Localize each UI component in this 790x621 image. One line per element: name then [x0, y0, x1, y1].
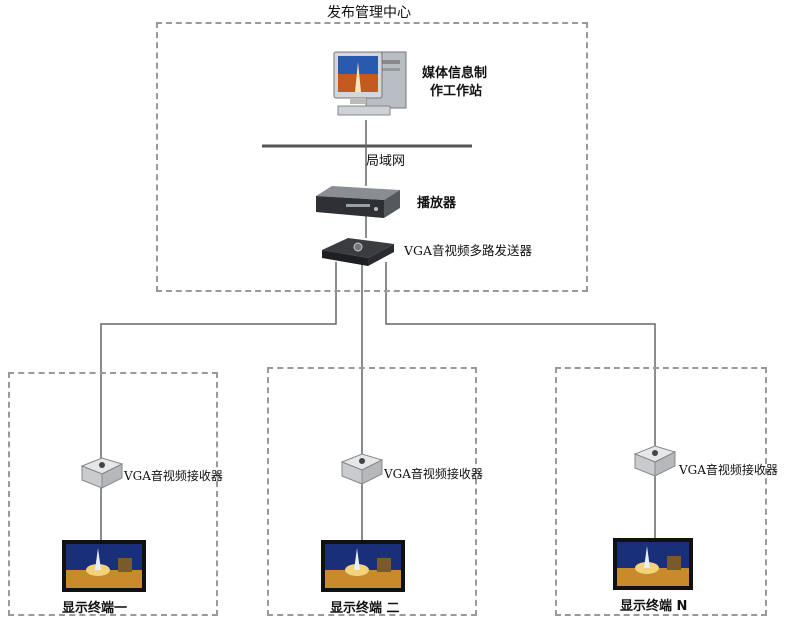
- sender-terminal-n-link: [385, 262, 656, 446]
- management-center-title: 发布管理中心: [327, 5, 411, 21]
- terminal-n-box: [555, 367, 767, 616]
- lan-label: 局域网: [366, 154, 406, 169]
- workstation-label-line-2: 作工作站: [430, 84, 483, 99]
- player-device-icon: [316, 186, 400, 218]
- display-2-icon: [321, 540, 405, 592]
- sender-terminal-1-link: [100, 262, 337, 460]
- workstation-label-line-1: 媒体信息制: [422, 66, 488, 81]
- terminal-1-box: [8, 372, 218, 616]
- display-n-icon: [613, 538, 693, 590]
- receiver-1-label: VGA音视频接收器: [124, 469, 223, 483]
- sender-label: VGA音视频多路发送器: [404, 243, 533, 258]
- receiver-n-icon: [633, 445, 677, 477]
- workstation-computer-icon: [333, 51, 407, 116]
- receiver-1-icon: [80, 457, 124, 489]
- receiver-2-label: VGA音视频接收器: [384, 467, 483, 481]
- terminal-1-label: 显示终端一: [62, 601, 128, 616]
- terminal-2-label: 显示终端 二: [330, 601, 400, 616]
- terminal-2-box: [267, 367, 477, 616]
- receiver-n-label: VGA音视频接收器: [679, 463, 778, 477]
- terminal-n-label: 显示终端 N: [620, 599, 688, 614]
- vga-sender-icon: [322, 238, 394, 266]
- management-center-box: [156, 22, 588, 292]
- display-1-icon: [62, 540, 146, 592]
- player-label: 播放器: [417, 196, 457, 211]
- receiver-2-icon: [340, 453, 384, 485]
